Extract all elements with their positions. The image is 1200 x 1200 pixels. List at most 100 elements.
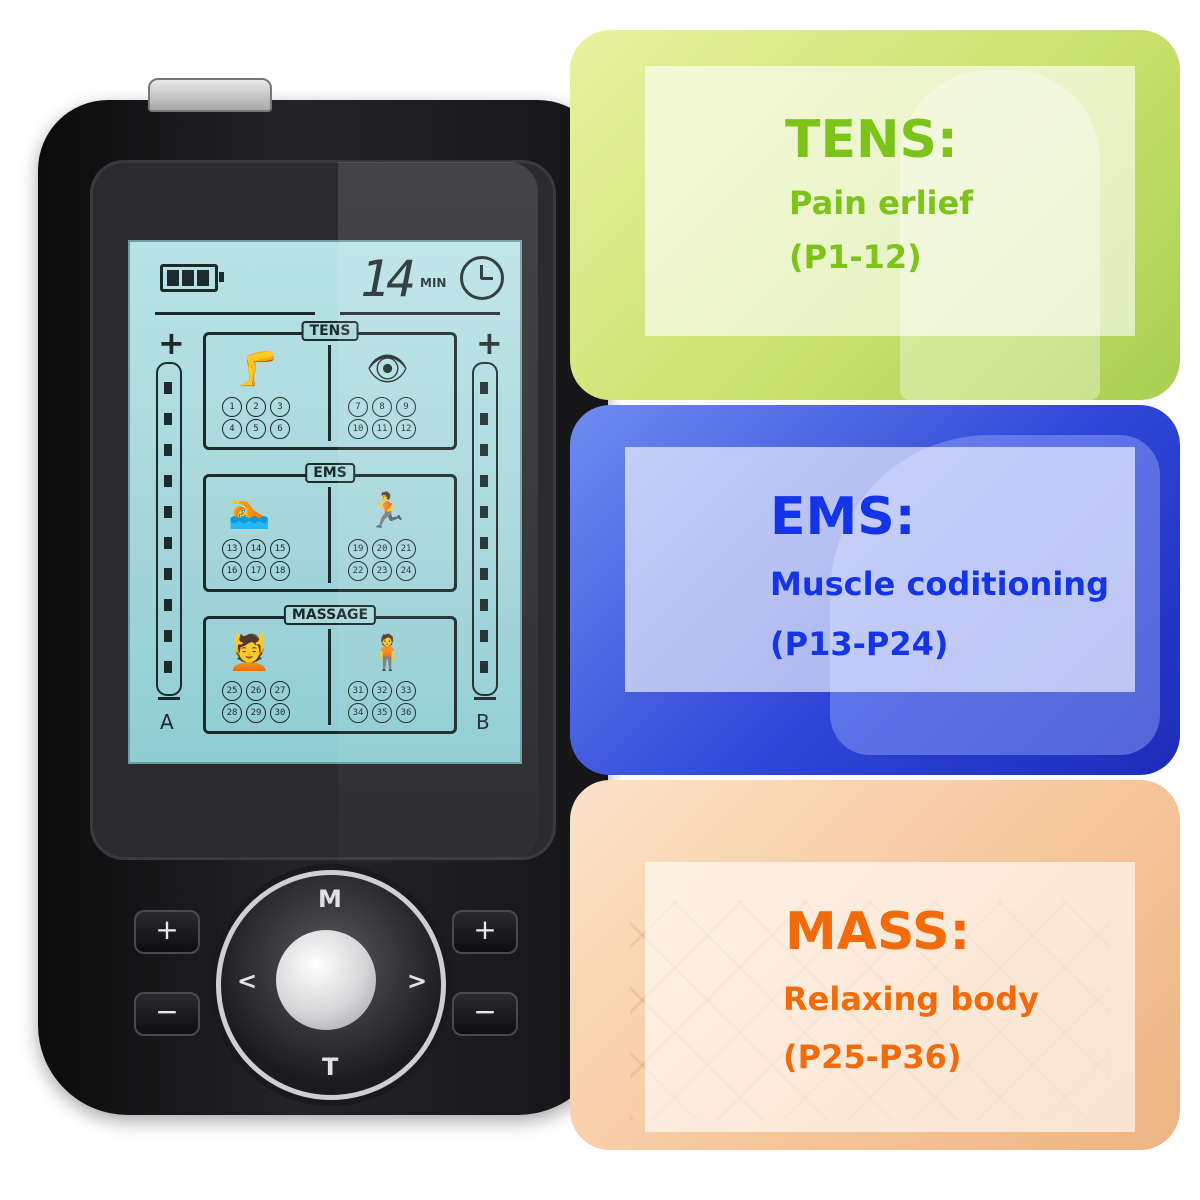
massage-info-card: MASS: Relaxing body (P25-P36) xyxy=(645,862,1135,1132)
channel-b-intensity-bar xyxy=(472,362,498,696)
intensity-segment xyxy=(480,444,488,456)
lcd-divider xyxy=(340,312,500,315)
power-button[interactable] xyxy=(276,930,376,1030)
intensity-segment xyxy=(480,475,488,487)
channel-a-plus-button[interactable]: + xyxy=(134,910,200,954)
program-number: 35 xyxy=(372,703,392,723)
tens-range: (P1-12) xyxy=(789,238,922,276)
program-number: 16 xyxy=(222,561,242,581)
program-number: 34 xyxy=(348,703,368,723)
program-number: 10 xyxy=(348,419,368,439)
program-number: 29 xyxy=(246,703,266,723)
tens-panel: TENS: Pain erlief (P1-12) xyxy=(570,30,1180,400)
intensity-segment xyxy=(164,537,172,549)
channel-a-minus-button[interactable]: − xyxy=(134,992,200,1036)
massage-group-label: MASSAGE xyxy=(283,605,377,625)
program-number: 22 xyxy=(348,561,368,581)
intensity-segment xyxy=(480,661,488,673)
program-number: 23 xyxy=(372,561,392,581)
intensity-segment xyxy=(164,661,172,673)
program-number: 14 xyxy=(246,539,266,559)
program-number: 27 xyxy=(270,681,290,701)
program-number: 24 xyxy=(396,561,416,581)
intensity-segment xyxy=(480,537,488,549)
ems-group-label: EMS xyxy=(305,463,355,483)
program-number: 11 xyxy=(372,419,392,439)
intensity-segment xyxy=(480,568,488,580)
intensity-segment xyxy=(480,413,488,425)
intensity-segment xyxy=(164,382,172,394)
program-number: 33 xyxy=(396,681,416,701)
program-number: 7 xyxy=(348,397,368,417)
program-number: 28 xyxy=(222,703,242,723)
tens-heading: TENS: xyxy=(785,110,958,170)
channel-b-minus-button[interactable]: − xyxy=(452,992,518,1036)
intensity-segment xyxy=(480,506,488,518)
back-massage-icon: 💆 xyxy=(228,633,271,673)
program-number: 19 xyxy=(348,539,368,559)
program-number: 36 xyxy=(396,703,416,723)
channel-a-label: A xyxy=(160,710,174,734)
runner-icon: 🏃 xyxy=(366,491,409,531)
intensity-segment xyxy=(164,444,172,456)
channel-b-minus-mark xyxy=(474,697,496,700)
clock-icon xyxy=(460,256,504,300)
timer-button[interactable]: T xyxy=(322,1053,339,1081)
program-number: 1 xyxy=(222,397,242,417)
channel-a-intensity-bar xyxy=(156,362,182,696)
massage-range: (P25-P36) xyxy=(783,1038,962,1076)
next-button[interactable]: > xyxy=(407,967,428,995)
channel-b-plus-button[interactable]: + xyxy=(452,910,518,954)
intensity-segment xyxy=(164,599,172,611)
intensity-segment xyxy=(480,599,488,611)
massage-subtitle: Relaxing body xyxy=(783,980,1039,1018)
tens-info-card: TENS: Pain erlief (P1-12) xyxy=(645,66,1135,336)
ems-subtitle: Muscle coditioning xyxy=(770,565,1109,603)
massage-heading: MASS: xyxy=(785,902,971,962)
intensity-segment xyxy=(480,382,488,394)
navigation-ring[interactable]: M T < > xyxy=(216,870,446,1100)
lcd-divider xyxy=(155,312,315,315)
program-number: 2 xyxy=(246,397,266,417)
channel-b-plus-icon: + xyxy=(476,324,503,362)
program-number: 6 xyxy=(270,419,290,439)
intensity-segment xyxy=(164,568,172,580)
channel-b-label: B xyxy=(476,710,490,734)
tens-group-label: TENS xyxy=(301,321,359,341)
program-number: 21 xyxy=(396,539,416,559)
program-number: 8 xyxy=(372,397,392,417)
eye-massage-icon: 👁 xyxy=(366,349,410,389)
program-number: 4 xyxy=(222,419,242,439)
swimmer-icon: 🏊 xyxy=(228,491,271,531)
program-number: 20 xyxy=(372,539,392,559)
massage-panel: MASS: Relaxing body (P25-P36) xyxy=(570,780,1180,1150)
shoulder-icon: 🧍 xyxy=(366,633,409,673)
program-number: 26 xyxy=(246,681,266,701)
intensity-segment xyxy=(164,506,172,518)
intensity-segment xyxy=(164,413,172,425)
program-number: 15 xyxy=(270,539,290,559)
timer-value: 14 xyxy=(360,250,416,308)
tens-subtitle: Pain erlief xyxy=(789,184,974,222)
program-number: 3 xyxy=(270,397,290,417)
intensity-segment xyxy=(164,630,172,642)
mode-button[interactable]: M xyxy=(318,885,342,913)
program-number: 31 xyxy=(348,681,368,701)
knee-icon: 🦵 xyxy=(236,349,279,389)
program-number: 25 xyxy=(222,681,242,701)
intensity-segment xyxy=(164,475,172,487)
ems-range: (P13-P24) xyxy=(770,625,949,663)
previous-button[interactable]: < xyxy=(237,967,258,995)
program-number: 12 xyxy=(396,419,416,439)
program-number: 18 xyxy=(270,561,290,581)
